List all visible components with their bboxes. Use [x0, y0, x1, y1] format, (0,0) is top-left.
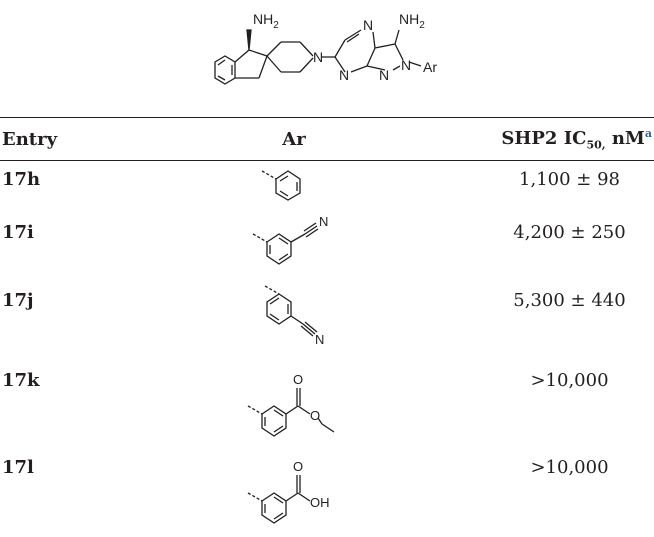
3-cyanophenyl-structure: N — [252, 214, 328, 265]
ic50-value: >10,000 — [530, 369, 609, 391]
header-ar: Ar — [158, 117, 430, 161]
table-row: 17k O — [0, 362, 654, 449]
scaffold-structure: NH2 N N N N N NH2 Ar — [214, 11, 437, 85]
hydroxyl-label: OH — [310, 495, 330, 510]
nitrile-n-label: N — [319, 214, 328, 229]
pyrazine-n2-label: N — [339, 67, 349, 83]
footnote-marker: a — [644, 126, 652, 140]
phenyl-structure — [261, 170, 301, 201]
benzoic-acid-structure: O OH — [247, 459, 330, 524]
ar-structure — [158, 161, 430, 214]
entry-id: 17k — [2, 369, 40, 391]
piperidine-n-label: N — [313, 49, 323, 65]
ethyl-benzoate-structure: O O — [247, 372, 335, 437]
carbonyl-o-label: O — [293, 372, 303, 387]
ic50-value: >10,000 — [530, 456, 609, 478]
entry-id: 17h — [2, 169, 41, 190]
table-header-row: Entry Ar SHP2 IC50, nMa — [0, 117, 654, 161]
entry-id: 17i — [2, 221, 34, 243]
pyrazine-n1-label: N — [363, 17, 373, 33]
table-row: 17h 1,100 ± 98 — [0, 161, 654, 214]
ic50-value: 1,100 ± 98 — [519, 169, 620, 190]
ar-structure: O OH — [158, 449, 430, 537]
table-row: 17l O OH — [0, 449, 654, 537]
scaffold-ar-label: Ar — [423, 59, 437, 75]
entry-id: 17j — [2, 289, 34, 311]
ic50-value: 5,300 ± 440 — [513, 289, 626, 311]
scaffold-amino-label: NH2 — [399, 11, 425, 31]
4-cyanophenyl-structure: N — [264, 284, 324, 347]
carbonyl-o-label: O — [293, 459, 303, 474]
ar-structure: N — [158, 214, 430, 282]
pyrazole-n2-label: N — [401, 57, 411, 73]
table-row: 17i N 4,200 ± — [0, 214, 654, 282]
header-ic50: SHP2 IC50, nMa — [430, 117, 654, 161]
ar-structure: N — [158, 282, 430, 362]
entry-id: 17l — [2, 456, 34, 478]
ic50-value: 4,200 ± 250 — [513, 221, 626, 243]
ester-o-label: O — [310, 408, 320, 423]
sar-table: Entry Ar SHP2 IC50, nMa 17h 1,100 ± 98 — [0, 117, 654, 537]
table-row: 17j N 5,300 ± — [0, 282, 654, 362]
header-entry: Entry — [0, 117, 158, 161]
amine-wedge — [246, 29, 252, 51]
scaffold-amine-label: NH2 — [253, 11, 279, 31]
ar-structure: O O — [158, 362, 430, 449]
nitrile-n-label: N — [315, 332, 324, 347]
pyrazole-n1-label: N — [379, 67, 389, 83]
